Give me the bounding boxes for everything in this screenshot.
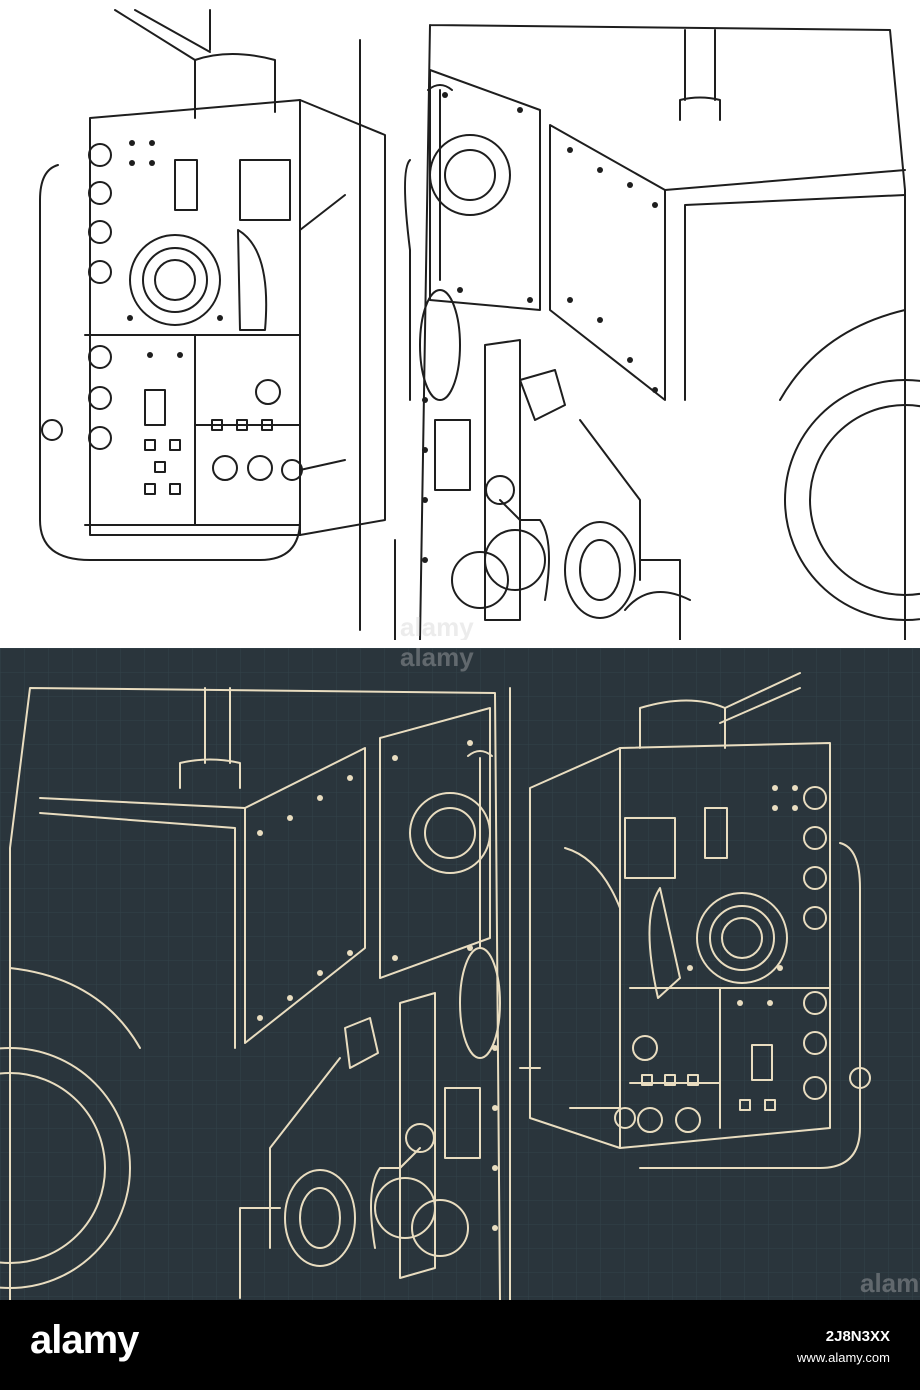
stock-footer-bar: alamy 2J8N3XX www.alamy.com: [0, 1300, 920, 1390]
watermark: alamy: [860, 1268, 920, 1298]
bottom-machine-drawing: [0, 648, 920, 1300]
footer-logo[interactable]: alamy: [30, 1318, 139, 1362]
image-id: 2J8N3XX: [825, 1328, 890, 1345]
top-illustration-panel: alamy: [0, 0, 920, 640]
panel-divider: [0, 640, 920, 648]
watermark: alamy: [400, 612, 474, 640]
footer-url[interactable]: www.alamy.com: [797, 1350, 890, 1365]
watermark: alamy: [400, 648, 474, 672]
bottom-blueprint-panel: alamy alamy: [0, 648, 920, 1300]
top-machine-drawing: [39, 9, 920, 640]
